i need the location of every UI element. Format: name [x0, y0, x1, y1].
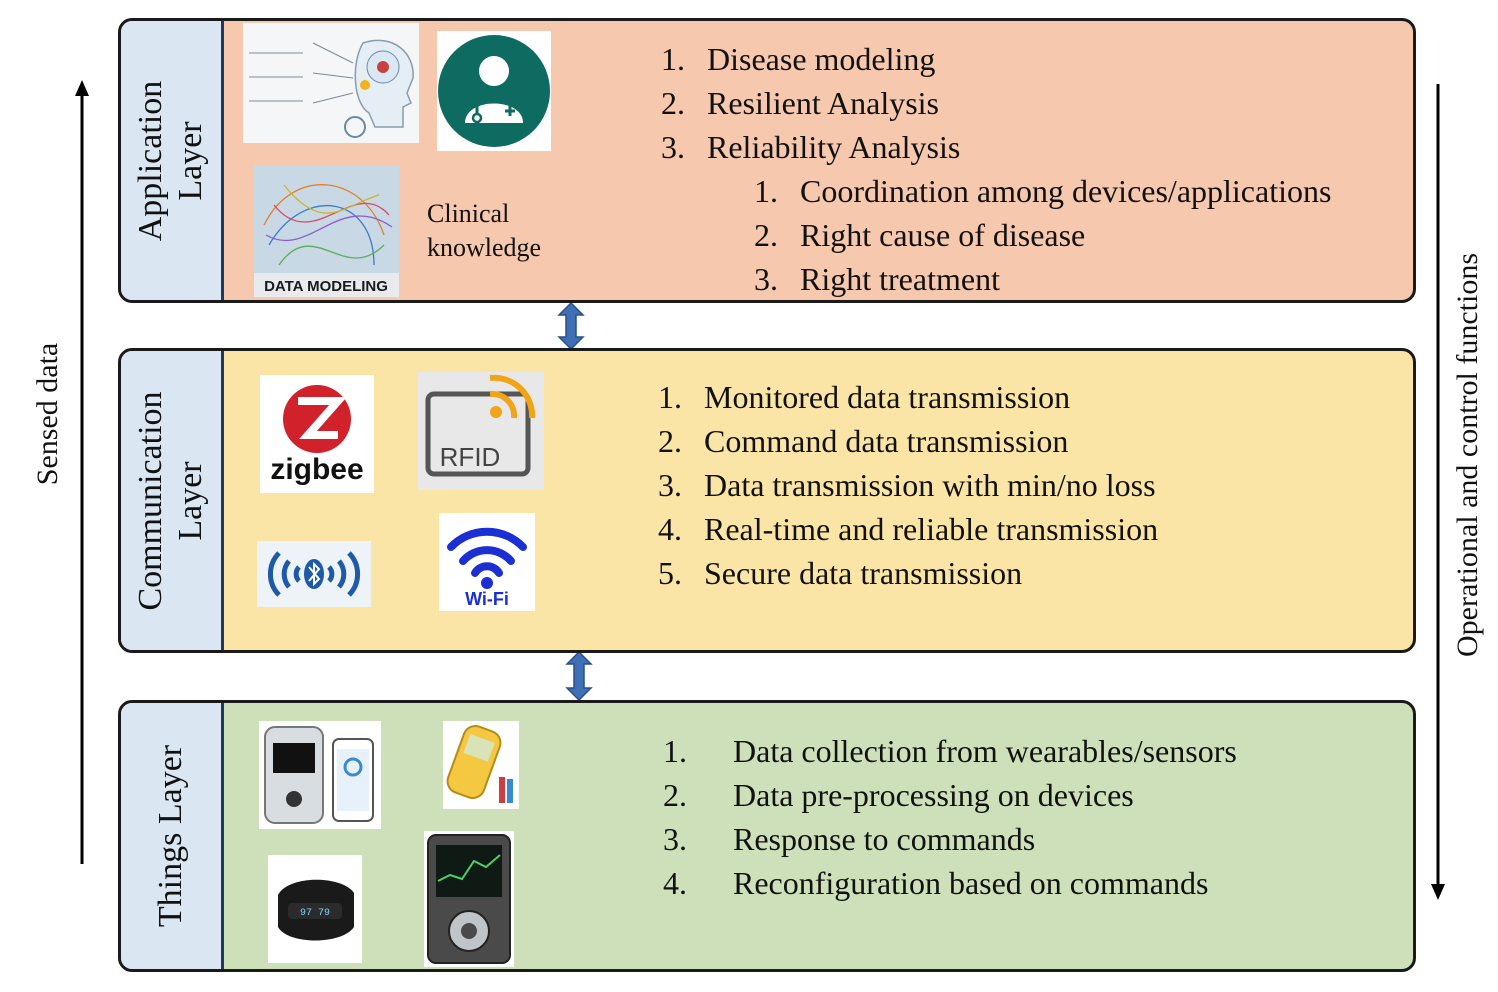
list-item: 5.Secure data transmission	[658, 555, 1023, 591]
rfid-label: RFID	[440, 442, 501, 472]
operational-control-label: Operational and control functions	[1451, 252, 1484, 658]
doctor-icon	[437, 31, 551, 151]
list-item: 4.Reconfiguration based on commands	[663, 865, 1209, 901]
data-modeling-caption: DATA MODELING	[264, 278, 388, 295]
communication-layer-title: Communication Layer	[132, 390, 209, 611]
list-item: 3.Response to commands	[663, 821, 1036, 857]
sensed-data-label: Sensed data	[31, 342, 64, 486]
zigbee-icon: zigbee	[260, 375, 374, 493]
wifi-icon: Wi-Fi	[439, 513, 535, 611]
sub-list-item: 1.Coordination among devices/application…	[754, 173, 1332, 209]
sub-list-item: 3.Right treatment	[754, 261, 1000, 297]
things-items-list: 1.Data collection from wearables/sensors…	[663, 729, 1237, 905]
zigbee-label: zigbee	[270, 453, 363, 486]
list-item: 4.Real-time and reliable transmission	[658, 511, 1159, 547]
things-layer: Things Layer 97 79 1.Data collectio	[118, 700, 1416, 972]
application-layer: Application Layer	[118, 18, 1416, 303]
list-item: 3.Data transmission with min/no loss	[658, 467, 1156, 503]
glucose-meter-image	[443, 721, 519, 809]
pulse-oximeter-image	[259, 721, 381, 829]
wifi-label: Wi-Fi	[465, 589, 509, 609]
wristband-device-image: 97 79	[268, 855, 362, 963]
things-layer-title: Things Layer	[152, 744, 189, 928]
communication-layer: Communication Layer zigbee RFID	[118, 348, 1416, 653]
rfid-icon: RFID	[418, 372, 544, 490]
communication-layer-tab: Communication Layer	[121, 351, 224, 650]
ai-head-icon	[243, 23, 419, 143]
application-items-list: 1.Disease modeling 2.Resilient Analysis …	[661, 37, 1332, 300]
svg-text:97 79: 97 79	[300, 908, 330, 919]
app-comm-double-arrow	[557, 302, 585, 350]
list-item: 2.Resilient Analysis	[661, 85, 939, 121]
application-layer-title: Application Layer	[132, 80, 209, 241]
application-layer-tab: Application Layer	[121, 21, 224, 300]
insulin-pump-image	[424, 831, 514, 967]
list-item: 2.Command data transmission	[658, 423, 1069, 459]
list-item: 3.Reliability Analysis	[661, 129, 961, 165]
sensed-data-arrow	[75, 80, 89, 864]
list-item: 1.Disease modeling	[661, 41, 936, 77]
bluetooth-icon	[257, 541, 371, 607]
sub-list-item: 2.Right cause of disease	[754, 217, 1086, 253]
communication-items-list: 1.Monitored data transmission 2.Command …	[658, 375, 1158, 595]
things-layer-tab: Things Layer	[121, 703, 224, 969]
comm-things-double-arrow	[565, 651, 593, 701]
list-item: 1.Data collection from wearables/sensors	[663, 733, 1237, 769]
operational-control-arrow	[1431, 84, 1445, 900]
list-item: 1.Monitored data transmission	[658, 379, 1071, 415]
list-item: 2.Data pre-processing on devices	[663, 777, 1134, 813]
data-modeling-image: DATA MODELING	[254, 165, 399, 297]
clinical-knowledge-label: Clinical knowledge	[427, 199, 542, 262]
